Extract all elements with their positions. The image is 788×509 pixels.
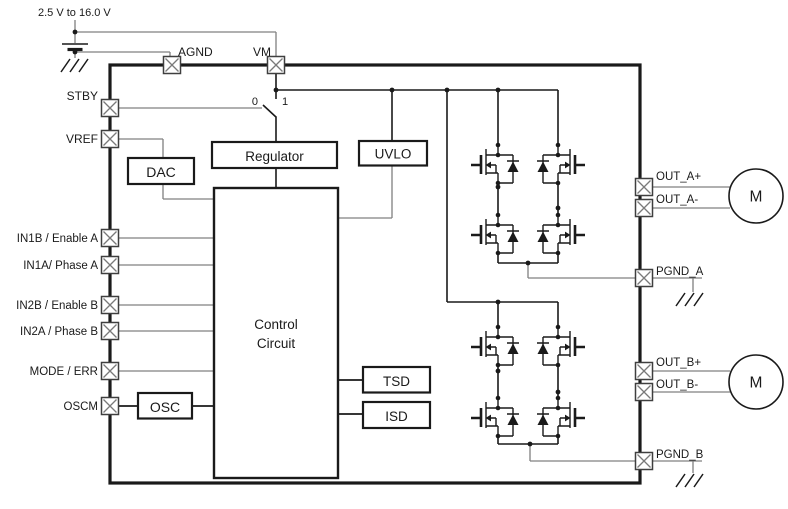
pin-out-a-plus xyxy=(634,177,654,197)
dac-block xyxy=(126,156,196,186)
control-circuit-label-line2: Circuit xyxy=(257,336,296,351)
dac-block-label: DAC xyxy=(146,164,176,180)
isd-block-label: ISD xyxy=(385,409,408,424)
in2a-label: IN2A / Phase B xyxy=(20,326,98,338)
osc-block-label: OSC xyxy=(150,399,180,415)
pin-mode-err xyxy=(100,361,120,381)
uvlo-block-label: UVLO xyxy=(375,147,412,162)
vm-label: VM xyxy=(253,45,271,59)
out-b-plus-label: OUT_B+ xyxy=(656,357,701,369)
pin-out-b-minus xyxy=(634,382,654,402)
output-wires xyxy=(652,186,730,393)
pin-out-b-plus xyxy=(634,361,654,381)
junction-dot xyxy=(495,299,501,305)
motor-b xyxy=(728,354,784,410)
junction-dots xyxy=(72,29,561,447)
control-circuit-block xyxy=(212,186,340,480)
junction-dot xyxy=(555,389,561,395)
out-a-minus-label: OUT_A- xyxy=(656,194,698,206)
oscm-label: OSCM xyxy=(64,401,99,413)
regulator-block-label: Regulator xyxy=(245,149,304,164)
mosfet-with-body-diode xyxy=(471,324,519,368)
pin-terminals xyxy=(100,55,654,471)
junction-dot xyxy=(389,87,395,93)
uvlo-block xyxy=(357,139,429,167)
pgnd-wires xyxy=(652,277,702,473)
junction-dot xyxy=(72,49,78,55)
vref-label: VREF xyxy=(66,132,98,146)
motor-b-label: M xyxy=(750,375,763,392)
out-a-plus-label: OUT_A+ xyxy=(656,171,701,183)
pin-oscm xyxy=(100,396,120,416)
pin-out-a-minus xyxy=(634,198,654,218)
control-circuit-label-line1: Control xyxy=(254,317,298,332)
supply-range-label: 2.5 V to 16.0 V xyxy=(38,7,111,19)
ground-symbols xyxy=(60,58,704,488)
pin-stby xyxy=(100,98,120,118)
pin-in2a xyxy=(100,321,120,341)
wiring-gray xyxy=(74,20,730,473)
out-b-minus-label: OUT_B- xyxy=(656,379,698,391)
in1b-label: IN1B / Enable A xyxy=(17,233,99,245)
pin-in1a xyxy=(100,255,120,275)
ground-icon xyxy=(60,58,89,73)
mosfet-with-body-diode xyxy=(537,395,585,439)
input-wires xyxy=(119,237,214,372)
wiring-black xyxy=(62,43,559,445)
junction-dot xyxy=(525,260,531,266)
pin-pgnd-a xyxy=(634,268,654,288)
supply-wires xyxy=(74,20,277,58)
pgnd-b-label: PGND_B xyxy=(656,449,704,461)
switch-pos0-label: 0 xyxy=(252,96,258,108)
mosfet-with-body-diode xyxy=(471,212,519,256)
mosfet-bridges xyxy=(471,142,585,439)
junction-dot xyxy=(495,368,501,374)
mosfet-with-body-diode xyxy=(471,395,519,439)
tsd-isd-wires xyxy=(338,379,363,415)
ground-icon xyxy=(675,473,704,488)
junction-dot xyxy=(273,87,279,93)
junction-dot xyxy=(555,205,561,211)
tsd-block xyxy=(361,365,432,394)
junction-dot xyxy=(495,184,501,190)
pin-in2b xyxy=(100,295,120,315)
pin-vm xyxy=(266,55,286,75)
mosfet-with-body-diode xyxy=(471,142,519,186)
mosfet-with-body-diode xyxy=(537,324,585,368)
pin-in1b xyxy=(100,228,120,248)
pin-vref xyxy=(100,129,120,149)
stby-label: STBY xyxy=(67,89,98,103)
pin-agnd xyxy=(162,55,182,75)
tsd-block-label: TSD xyxy=(383,374,410,389)
bridge-gnd-drops xyxy=(527,263,636,462)
junction-dot xyxy=(495,87,501,93)
pgnd-a-label: PGND_A xyxy=(656,266,704,278)
mosfet-with-body-diode xyxy=(537,142,585,186)
mode-err-label: MODE / ERR xyxy=(30,366,98,378)
regulator-block xyxy=(210,140,339,170)
bridge-bottom-joins xyxy=(497,253,559,445)
ground-icon xyxy=(675,292,704,307)
labels: 2.5 V to 16.0 V AGND VM STBY VREF 0 1 IN… xyxy=(16,7,762,461)
switch-and-regulator-wire xyxy=(262,90,278,188)
pin-pgnd-b xyxy=(634,451,654,471)
agnd-label: AGND xyxy=(178,45,213,59)
junction-dot xyxy=(527,441,533,447)
motor-a xyxy=(728,168,784,224)
mosfet-with-body-diode xyxy=(537,212,585,256)
vref-dac-wires xyxy=(119,138,214,200)
junction-dot xyxy=(72,29,78,35)
osc-block xyxy=(136,391,194,420)
bridge-mid-legs xyxy=(497,183,559,398)
junction-dot xyxy=(444,87,450,93)
uvlo-control-wire xyxy=(338,166,393,219)
switch-pos1-label: 1 xyxy=(282,96,288,108)
motor-a-label: M xyxy=(750,189,763,206)
vm-rail xyxy=(275,74,559,327)
in1a-label: IN1A/ Phase A xyxy=(23,260,98,272)
in2b-label: IN2B / Enable B xyxy=(16,300,98,312)
isd-block xyxy=(361,400,432,430)
